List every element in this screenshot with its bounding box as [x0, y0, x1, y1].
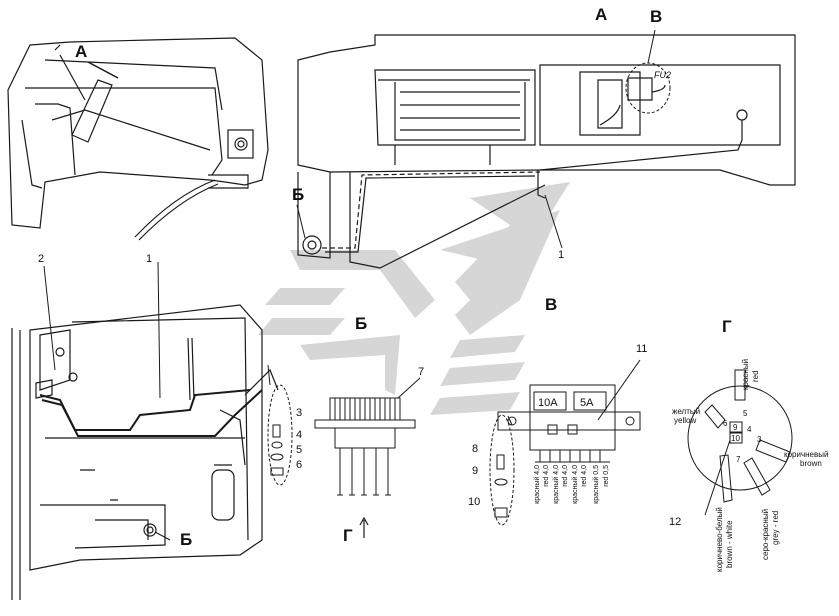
lead-brown-en: brown — [800, 459, 822, 468]
lead-red-en: red — [751, 370, 760, 382]
wire-label-7: красный 0,5 — [592, 465, 600, 504]
fuse-5a — [573, 391, 607, 411]
fuse-block-11 — [497, 359, 641, 463]
pin-7: 7 — [736, 455, 741, 464]
lead-grey-red-ru: серо-красный — [761, 509, 770, 560]
lead-brown-white-en: brown - white — [725, 520, 734, 568]
switch-assembly-7 — [314, 377, 421, 496]
pin-10: 10 — [731, 434, 740, 443]
view-label-b-top: Б — [292, 185, 304, 204]
callout-6: 6 — [296, 459, 302, 471]
lead-brown-ru: коричневый — [784, 450, 828, 459]
wire-label-6: red 4,0 — [581, 465, 588, 487]
pin-4: 4 — [747, 425, 752, 434]
leader-2 — [43, 265, 56, 371]
lead-red-ru: красный — [741, 359, 750, 390]
callout-11: 11 — [636, 343, 647, 355]
wire-label-2: red 4,0 — [543, 465, 550, 487]
wire-label-3: красный 4,0 — [552, 465, 560, 504]
leader-b-bottom — [154, 531, 171, 541]
view-label-b-mid: Б — [355, 314, 367, 333]
cab-interior-bottom-left — [11, 261, 279, 600]
view-label-a-small: А — [75, 42, 87, 61]
view-label-b-bottom: Б — [180, 530, 192, 549]
view-arrow-g — [359, 516, 369, 538]
lead-brown-white-ru: коричнево-белый — [715, 507, 724, 572]
fuse-tag: FU2 — [654, 70, 671, 80]
lead-grey-red-en: grey - red — [771, 511, 780, 545]
fuse-label-10a: 10А — [538, 397, 558, 409]
hardware-stack-8-10 — [489, 414, 515, 526]
leader-1-top — [544, 194, 563, 249]
pin-3: 3 — [757, 435, 762, 444]
callout-12: 12 — [669, 516, 681, 528]
lead-yellow-en: yellow — [674, 416, 696, 425]
wire-label-5: красный 4,0 — [571, 465, 579, 504]
pin-6: 6 — [723, 419, 728, 428]
wire-label-1: красный 4,0 — [533, 465, 541, 504]
callout-9: 9 — [472, 465, 478, 477]
callout-8: 8 — [472, 443, 478, 455]
fuse-10a — [533, 391, 567, 411]
lead-yellow-ru: желтый — [672, 407, 700, 416]
callout-4: 4 — [296, 429, 302, 441]
panel-view-top-right — [297, 34, 796, 269]
watermark-logo — [258, 182, 570, 415]
callout-5: 5 — [296, 444, 302, 456]
pin-5: 5 — [743, 409, 748, 418]
view-label-a-top: А — [595, 5, 607, 24]
wire-label-4: red 4,0 — [562, 465, 569, 487]
view-label-g-right: Г — [722, 317, 732, 336]
callout-2: 2 — [38, 253, 44, 265]
pin-9: 9 — [733, 423, 738, 432]
cab-view-top-left — [7, 37, 269, 241]
fuse-callout-circle — [625, 29, 671, 114]
connector-face-12 — [687, 369, 793, 516]
view-label-v-top: В — [650, 7, 662, 26]
callout-3: 3 — [296, 407, 302, 419]
view-label-v-mid: В — [545, 295, 557, 314]
callout-10: 10 — [468, 496, 480, 508]
wire-label-8: red 0,5 — [603, 465, 610, 487]
leader-b-top — [296, 204, 306, 239]
view-label-g-arrow: Г — [343, 526, 353, 545]
callout-7: 7 — [418, 366, 424, 378]
hardware-stack-3-6 — [267, 364, 293, 486]
callout-1-bottom: 1 — [146, 253, 152, 265]
callout-1-top: 1 — [558, 249, 564, 261]
fuse-label-5a: 5А — [580, 397, 594, 409]
